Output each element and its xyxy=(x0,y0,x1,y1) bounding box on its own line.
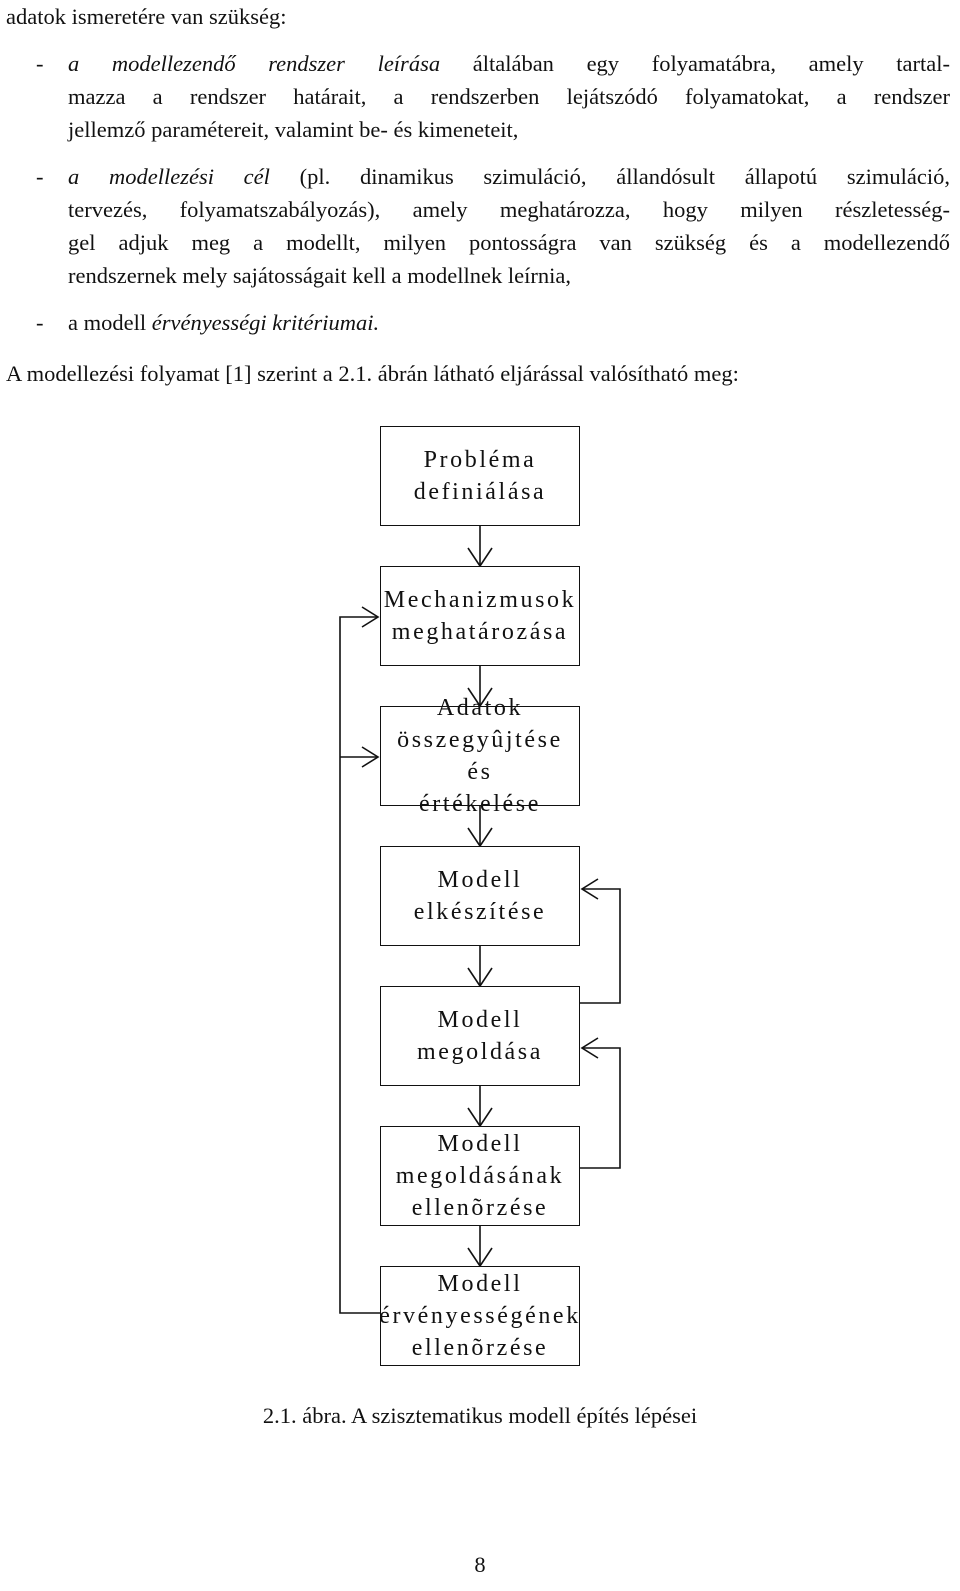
flow-step-label: Modell megoldása xyxy=(416,1007,544,1065)
emphasis-term: a modellezési cél xyxy=(68,164,270,189)
feedback-loop-right-upper xyxy=(580,888,621,1004)
flow-step-model-building: Modell elkészítése xyxy=(380,846,580,946)
bullet-line: rendszernek mely sajátosságait kell a mo… xyxy=(68,263,571,288)
figure-caption: 2.1. ábra. A szisztematikus modell építé… xyxy=(262,1403,698,1428)
arrow-head xyxy=(467,1247,493,1268)
emphasis-term: érvényességi kritériumai. xyxy=(151,310,380,335)
bullet-dash: - xyxy=(36,310,44,335)
feedback-loop-left xyxy=(339,616,380,1314)
flow-step-label: Probléma definiálása xyxy=(413,447,547,505)
bullet-dash: - xyxy=(36,164,44,189)
bullet-system-description: - a modellezendő rendszer leírása általá… xyxy=(6,47,950,146)
feedback-loop-right-lower xyxy=(580,1047,621,1169)
closing-line: A modellezési folyamat [1] szerint a 2.1… xyxy=(6,361,739,386)
arrow-head xyxy=(580,1037,599,1059)
arrow-head xyxy=(467,1107,493,1128)
bullet-line: tervezés, folyamatszabályozás), amely me… xyxy=(68,197,950,222)
flow-step-mechanisms: Mechanizmusok meghatározása xyxy=(380,566,580,666)
flow-step-label: Adatok összegyûjtése és értékelése xyxy=(397,695,563,817)
bullet-modeling-goal: - a modellezési cél (pl. dinamikus szimu… xyxy=(6,160,950,292)
arrow-head xyxy=(467,827,493,848)
intro-line: adatok ismeretére van szükség: xyxy=(6,4,287,29)
arrow-head xyxy=(580,878,599,900)
flow-step-label: Mechanizmusok meghatározása xyxy=(383,587,577,645)
bullet-line: mazza a rendszer határait, a rendszerben… xyxy=(68,84,950,109)
flow-step-model-solving: Modell megoldása xyxy=(380,986,580,1086)
bullet-line: jellemző paramétereit, valamint be- és k… xyxy=(68,117,519,142)
flow-step-data-collection: Adatok összegyûjtése és értékelése xyxy=(380,695,580,817)
flow-step-label: Modell elkészítése xyxy=(413,867,547,925)
bullet-text: általában egy folyamatábra, amely tartal… xyxy=(440,51,950,76)
body-text: adatok ismeretére van szükség: - a model… xyxy=(6,0,950,390)
emphasis-term: a modellezendő rendszer leírása xyxy=(68,51,441,76)
bullet-line: a modell érvényességi kritériumai. xyxy=(68,306,950,339)
flow-step-label: Modell érvényességének ellenõrzése xyxy=(379,1271,581,1361)
bullet-text: (pl. dinamikus szimuláció, állandósult á… xyxy=(269,164,950,189)
arrow-head xyxy=(467,967,493,988)
arrow-head xyxy=(361,746,380,768)
arrow-head xyxy=(467,547,493,568)
flow-step-label: Modell megoldásának ellenõrzése xyxy=(395,1131,565,1221)
bullet-dash: - xyxy=(36,51,44,76)
arrow-head xyxy=(361,606,380,628)
flow-step-validity-verification: Modell érvényességének ellenõrzése xyxy=(379,1266,581,1366)
page-number: 8 xyxy=(474,1552,486,1577)
bullet-line: gel adjuk meg a modellt, milyen pontossá… xyxy=(68,230,950,255)
flow-step-problem-definition: Probléma definiálása xyxy=(380,426,580,526)
bullet-validity-criteria: - a modell érvényességi kritériumai. xyxy=(6,306,950,339)
flow-step-solution-verification: Modell megoldásának ellenõrzése xyxy=(380,1126,580,1226)
bullet-text: a modell xyxy=(68,310,152,335)
bullet-line: a modellezendő rendszer leírása általába… xyxy=(68,47,950,80)
bullet-line: a modellezési cél (pl. dinamikus szimulá… xyxy=(68,160,950,193)
